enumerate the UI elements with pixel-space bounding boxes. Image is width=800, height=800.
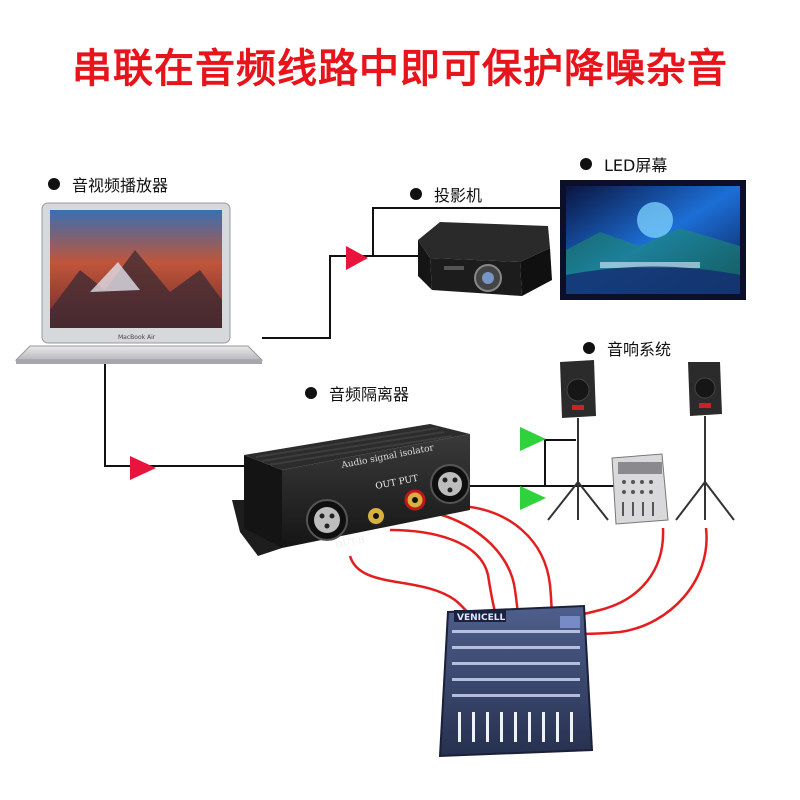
arrow-to-small-mixer <box>520 486 546 510</box>
page-title: 串联在音频线路中即可保护降噪杂音 <box>72 46 728 92</box>
projector <box>418 222 552 296</box>
bullet-icon <box>305 387 317 399</box>
label-isolator: 音频隔离器 <box>305 381 409 405</box>
audio-isolator: Audio signal isolator OUT PUT OUT-B <box>232 424 470 556</box>
label-led: LED屏幕 <box>580 152 667 176</box>
arrow-to-isolator <box>130 456 156 480</box>
bullet-icon <box>583 342 595 354</box>
isolator-to-speakers-line <box>465 439 576 487</box>
speaker-system <box>547 360 735 525</box>
laptop-brand: MacBook Air <box>118 334 156 341</box>
mixing-console: VENICELL <box>438 604 594 758</box>
laptop-to-isolator-line <box>104 358 245 467</box>
bullet-icon <box>580 158 592 170</box>
bullet-icon <box>48 178 60 190</box>
isolator-out-b-label: OUT-B <box>335 535 366 551</box>
led-screen <box>560 180 746 300</box>
mixer-brand: VENICELL <box>457 613 505 623</box>
label-projector: 投影机 <box>410 182 482 206</box>
label-speakers: 音响系统 <box>583 336 671 360</box>
laptop: MacBook Air <box>14 202 264 364</box>
arrow-to-projector <box>346 246 368 270</box>
bullet-icon <box>410 188 422 200</box>
arrow-to-speakers <box>520 427 546 451</box>
label-player: 音视频播放器 <box>48 172 168 196</box>
